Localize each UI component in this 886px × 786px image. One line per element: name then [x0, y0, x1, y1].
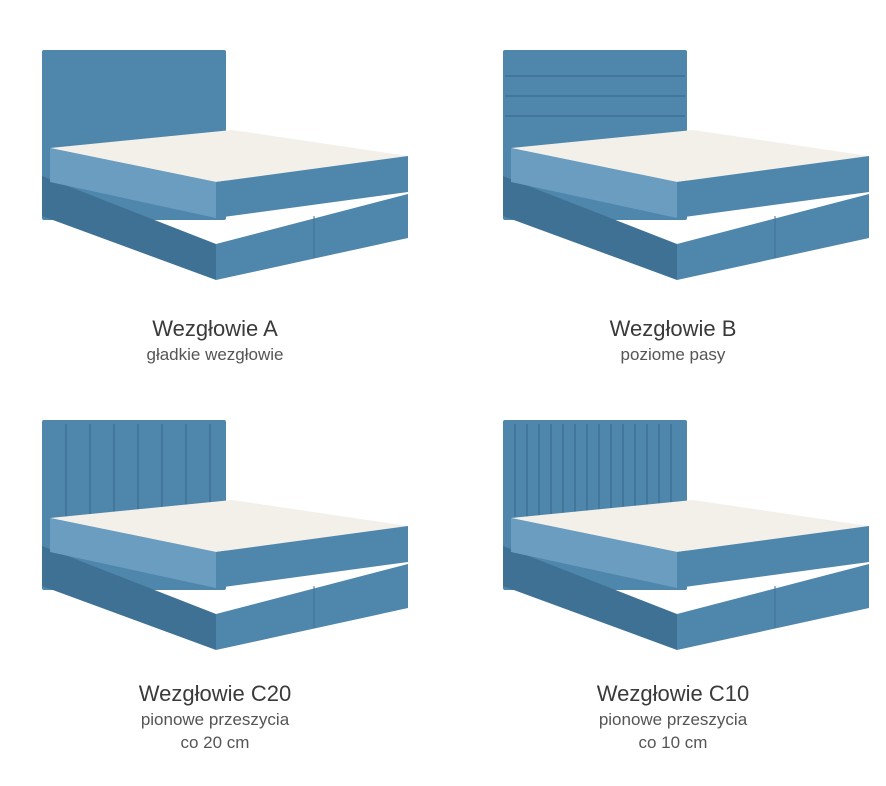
option-description-line-1: pionowe przeszycia — [598, 710, 748, 729]
option-description-line-1: pionowe przeszycia — [140, 710, 290, 729]
option-title: Wezgłowie B — [609, 316, 737, 341]
topper-left — [511, 518, 677, 588]
bed-base-left — [42, 176, 216, 280]
bed-drawing — [42, 420, 408, 650]
headboard-option-b[interactable]: Wezgłowie B poziome pasy — [443, 0, 886, 393]
bed-drawing — [503, 50, 869, 280]
bed-base-front — [216, 564, 408, 650]
bed-image-plain-headboard — [42, 50, 408, 280]
option-description: gładkie wezgłowie — [146, 345, 284, 364]
bed-base-front — [677, 194, 869, 280]
mattress-top — [50, 130, 408, 182]
topper-front — [216, 526, 408, 588]
bed-base-front — [677, 564, 869, 650]
option-title: Wezgłowie C20 — [138, 681, 292, 706]
option-caption: Wezgłowie A gładkie wezgłowie — [0, 315, 430, 366]
bed-image-horizontal-stripes-headboard — [503, 50, 869, 280]
topper-left — [50, 148, 216, 218]
topper-front — [677, 156, 869, 218]
bed-base-left — [42, 546, 216, 650]
mattress-top — [511, 130, 869, 182]
topper-left — [511, 148, 677, 218]
option-description: poziome pasy — [620, 345, 726, 364]
headboard-option-c20[interactable]: Wezgłowie C20 pionowe przeszycia co 20 c… — [0, 370, 443, 763]
option-caption: Wezgłowie C10 pionowe przeszycia co 10 c… — [458, 680, 886, 754]
headboard-option-c10[interactable]: Wezgłowie C10 pionowe przeszycia co 10 c… — [443, 370, 886, 763]
bed-image-vertical-10-headboard — [503, 420, 869, 650]
option-description-line-2: co 20 cm — [180, 733, 250, 752]
option-title: Wezgłowie C10 — [596, 681, 750, 706]
bed-drawing — [42, 50, 408, 280]
bed-drawing — [503, 420, 869, 650]
option-caption: Wezgłowie C20 pionowe przeszycia co 20 c… — [0, 680, 430, 754]
topper-front — [677, 526, 869, 588]
mattress-top — [511, 500, 869, 552]
bed-base-left — [503, 176, 677, 280]
bed-image-vertical-20-headboard — [42, 420, 408, 650]
option-caption: Wezgłowie B poziome pasy — [458, 315, 886, 366]
bed-base-left — [503, 546, 677, 650]
headboard-option-a[interactable]: Wezgłowie A gładkie wezgłowie — [0, 0, 443, 393]
bed-base-front — [216, 194, 408, 280]
option-description-line-2: co 10 cm — [638, 733, 708, 752]
topper-front — [216, 156, 408, 218]
mattress-top — [50, 500, 408, 552]
option-title: Wezgłowie A — [152, 316, 278, 341]
topper-left — [50, 518, 216, 588]
